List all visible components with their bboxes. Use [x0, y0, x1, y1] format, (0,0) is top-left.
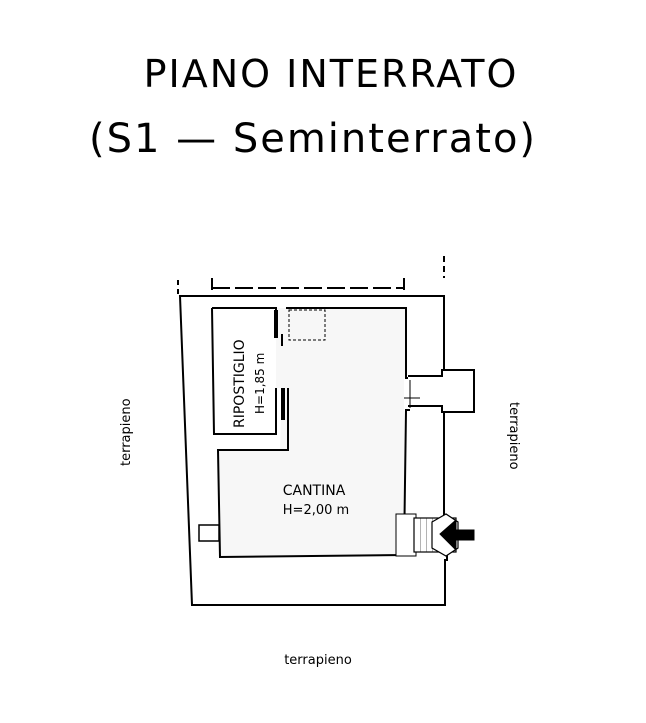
terrapieno-right-label: terrapieno [506, 402, 521, 470]
ripostiglio-label: RIPOSTIGLIO [232, 339, 248, 428]
cantina-height: H=2,00 m [283, 503, 349, 518]
plan-title: PIANO INTERRATO [143, 52, 519, 96]
light-well [408, 369, 475, 413]
cantina-label: CANTINA [283, 483, 346, 499]
ripostiglio-height: H=1,85 m [253, 353, 267, 414]
staircase [395, 513, 475, 557]
wall-niche [198, 524, 220, 542]
property-boundary [177, 256, 445, 296]
terrapieno-bottom-label: terrapieno [284, 653, 352, 668]
light-shaft [288, 309, 326, 341]
plan-subtitle: (S1 — Seminterrato) [88, 116, 538, 162]
terrapieno-left-label: terrapieno [119, 398, 134, 466]
cantina-floor [218, 308, 406, 557]
